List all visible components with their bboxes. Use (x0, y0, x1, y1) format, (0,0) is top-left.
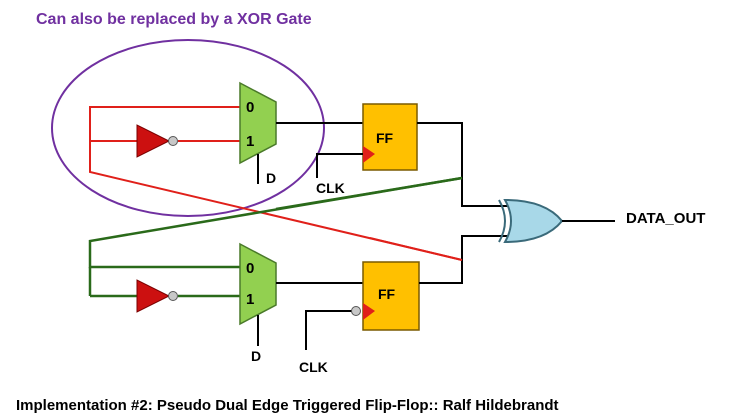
bottom-feedback-wires (88, 176, 463, 298)
xor-replacement-ellipse (51, 39, 325, 217)
inverter-top (136, 124, 178, 158)
xor-gate (498, 198, 564, 244)
top-feedback-wires (89, 106, 463, 261)
ff-top: FF (362, 103, 418, 171)
mux-top: 0 1 (239, 81, 277, 165)
mux-top-in0-label: 0 (246, 99, 254, 116)
clk-inversion-bubble (351, 306, 361, 316)
mux-bottom-in1-label: 1 (246, 291, 254, 308)
output-label: DATA_OUT (626, 210, 705, 227)
mux-bottom-in0-label: 0 (246, 260, 254, 277)
mux-top-select-label: D (266, 170, 276, 186)
ff-bottom-label: FF (378, 286, 396, 302)
diagram-title: Can also be replaced by a XOR Gate (36, 11, 312, 28)
ff-bottom-clk-label: CLK (299, 359, 328, 375)
mux-bottom-select-label: D (251, 348, 261, 364)
ff-bottom: FF (362, 261, 420, 331)
inverter-bottom (136, 279, 178, 313)
ff-top-clk-label: CLK (316, 180, 345, 196)
mux-top-in1-label: 1 (246, 133, 254, 150)
ff-top-label: FF (376, 130, 394, 146)
mux-bottom: 0 1 (239, 242, 277, 326)
diagram-caption: Implementation #2: Pseudo Dual Edge Trig… (16, 397, 559, 414)
